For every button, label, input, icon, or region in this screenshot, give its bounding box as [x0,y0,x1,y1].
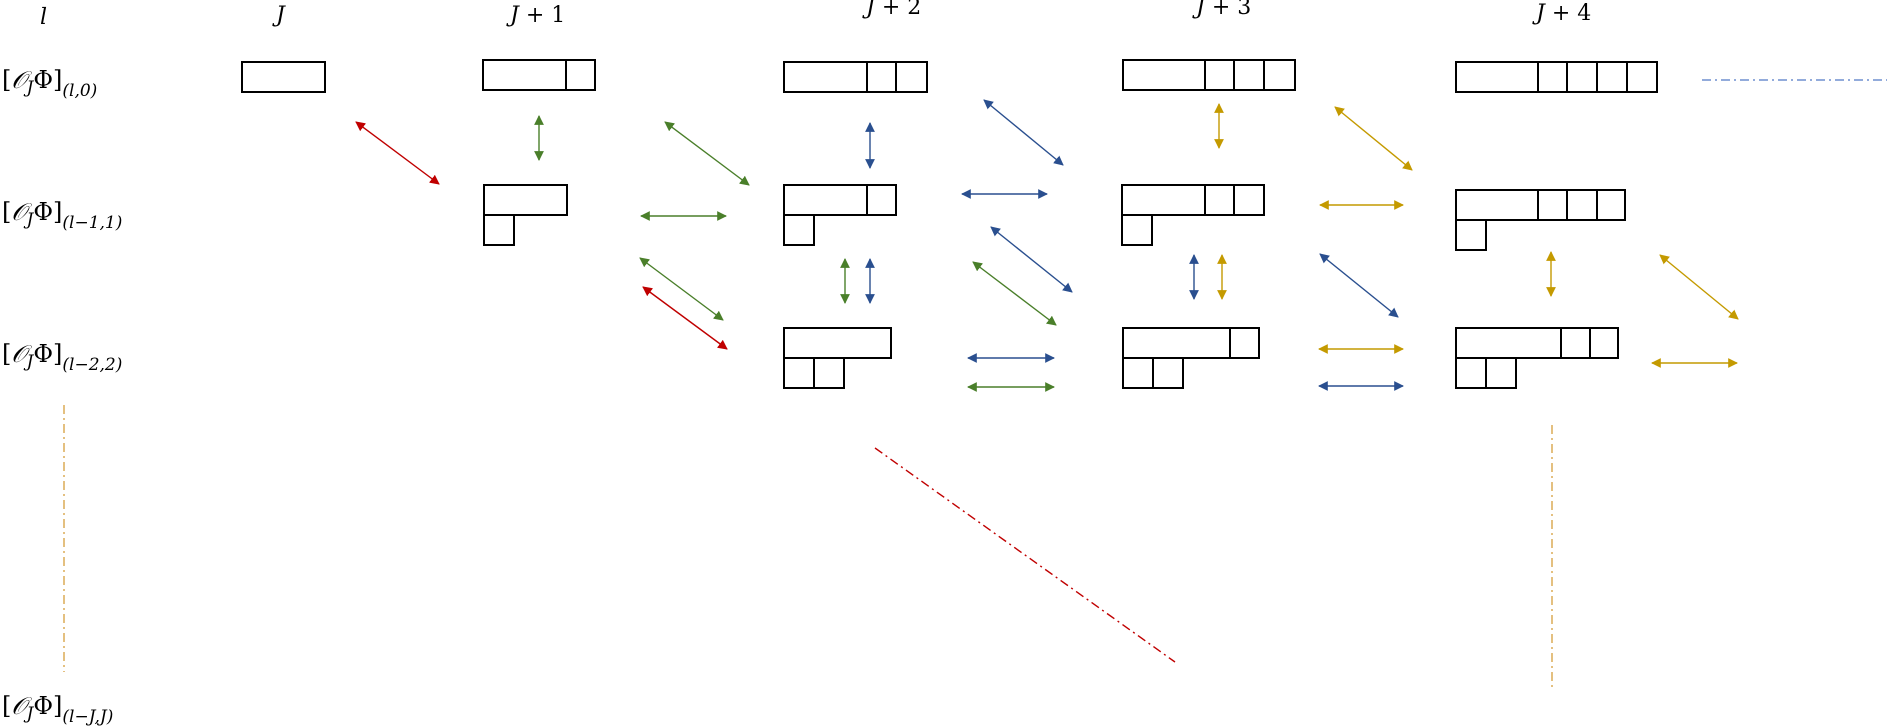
column-header-1-base: J [506,3,520,28]
blue-arrows [865,99,1404,391]
column-header-2: J + 2 [862,0,921,20]
gold-arrows [1214,103,1739,368]
arrow-red-2 [642,286,728,350]
column-header-4-base: J [1532,1,1546,26]
row-label-0-sub: (l,0) [62,81,97,101]
young-diagram-J4-row2 [1455,327,1619,389]
young-diagram-J3-row0 [1122,59,1296,91]
row-label-J-sub: (l−J,J) [62,707,113,727]
column-header-3: J + 3 [1192,0,1251,20]
column-header-4: J + 4 [1532,1,1591,26]
column-header-3-base: J [1192,0,1206,20]
young-diagram-J2-row1 [783,184,897,246]
svg-text:[𝒪JΦ](l−J,J): [𝒪JΦ](l−J,J) [2,692,113,727]
svg-text:[𝒪JΦ](l−2,2): [𝒪JΦ](l−2,2) [2,340,122,375]
row-label-0: [𝒪JΦ](l,0) [2,66,97,101]
column-header-3-suffix: + 3 [1212,0,1251,20]
column-header-2-suffix: + 2 [882,0,921,20]
arrow-green-4 [639,257,724,321]
arrow-green-2 [664,121,750,186]
arrow-green-6 [972,261,1057,326]
svg-text:J + 3: J + 3 [1192,0,1251,20]
row-label-2: [𝒪JΦ](l−2,2) [2,340,122,375]
svg-text:J + 4: J + 4 [1532,1,1591,26]
arrow-blue-2 [983,99,1064,166]
svg-text:[𝒪JΦ](l−1,1): [𝒪JΦ](l−1,1) [2,198,122,233]
svg-text:J + 1: J + 1 [506,3,565,28]
svg-text:J + 2: J + 2 [862,0,921,20]
young-diagram-J2-row0 [783,61,928,93]
column-header-1-suffix: + 1 [526,3,565,28]
young-diagram-J1-row0 [482,59,596,91]
arrow-gold-7 [1659,254,1739,320]
arrow-gold-2 [1334,106,1413,171]
row-label-J: [𝒪JΦ](l−J,J) [2,692,113,727]
row-label-1: [𝒪JΦ](l−1,1) [2,198,122,233]
row-label-1-sub: (l−1,1) [62,213,122,233]
arrow-red-1 [355,121,440,185]
column-header-4-suffix: + 4 [1552,1,1591,26]
row-label-2-sub: (l−2,2) [62,355,122,375]
column-header-1: J + 1 [506,3,565,28]
young-diagram-J2-row2 [783,327,892,389]
young-diagram-J3-row2 [1122,327,1260,389]
continuation-line-diagonal [874,447,1176,663]
svg-text:[𝒪JΦ](l,0): [𝒪JΦ](l,0) [2,66,97,101]
green-arrows [534,115,1057,392]
young-diagram-J4-row0 [1455,61,1658,93]
arrow-blue-8 [1319,253,1399,318]
header-row-label: l [40,5,47,30]
column-header-0-base: J [272,3,286,28]
young-diagram-J3-row1 [1121,184,1265,246]
svg-text:J: J [272,3,286,28]
red-arrows [355,121,728,350]
arrow-blue-4 [990,226,1073,293]
young-diagram-J1-row1 [483,184,568,246]
young-diagram-J-row0 [241,61,326,93]
young-diagram-J4-row1 [1455,189,1626,251]
column-header-2-base: J [862,0,876,20]
column-header-0: J [272,3,286,28]
